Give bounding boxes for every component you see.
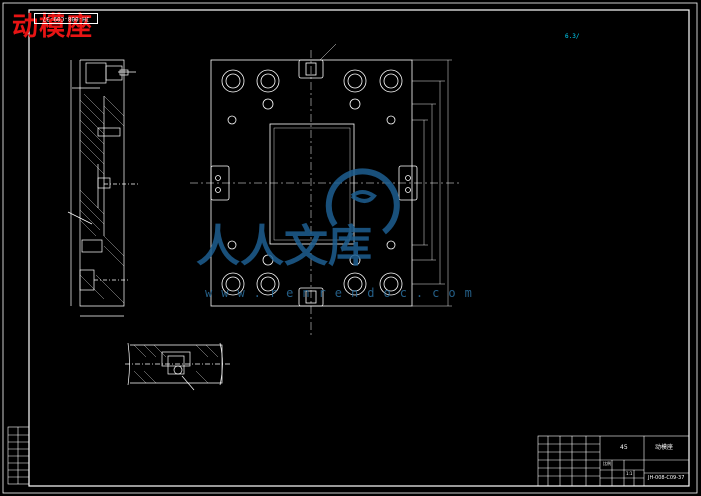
part-name-title: 动模座 <box>12 12 94 42</box>
rotated-drawing-number: JH-008-C09-37 <box>34 13 98 24</box>
title-block-scale-value: 1:1 <box>626 471 633 476</box>
side-section-view <box>67 59 140 317</box>
watermark-text-cn: 人人文库 <box>196 221 372 272</box>
surface-roughness-note: 6.3/ <box>565 33 580 40</box>
title-block-drawing-code: JH-008-C09-37 <box>648 475 685 481</box>
left-revision-table <box>7 426 30 485</box>
watermark-logo <box>325 168 400 235</box>
detail-section-view <box>125 342 230 391</box>
title-block <box>537 435 690 487</box>
watermark-url: www.renrendoc.com <box>205 286 481 300</box>
title-block-material: 45 <box>620 444 628 451</box>
main-plate-view <box>190 43 462 336</box>
title-block-scale-label: 比例 <box>603 461 611 466</box>
sheet-inner-border <box>28 9 690 487</box>
title-block-name: 动模座 <box>655 444 674 451</box>
